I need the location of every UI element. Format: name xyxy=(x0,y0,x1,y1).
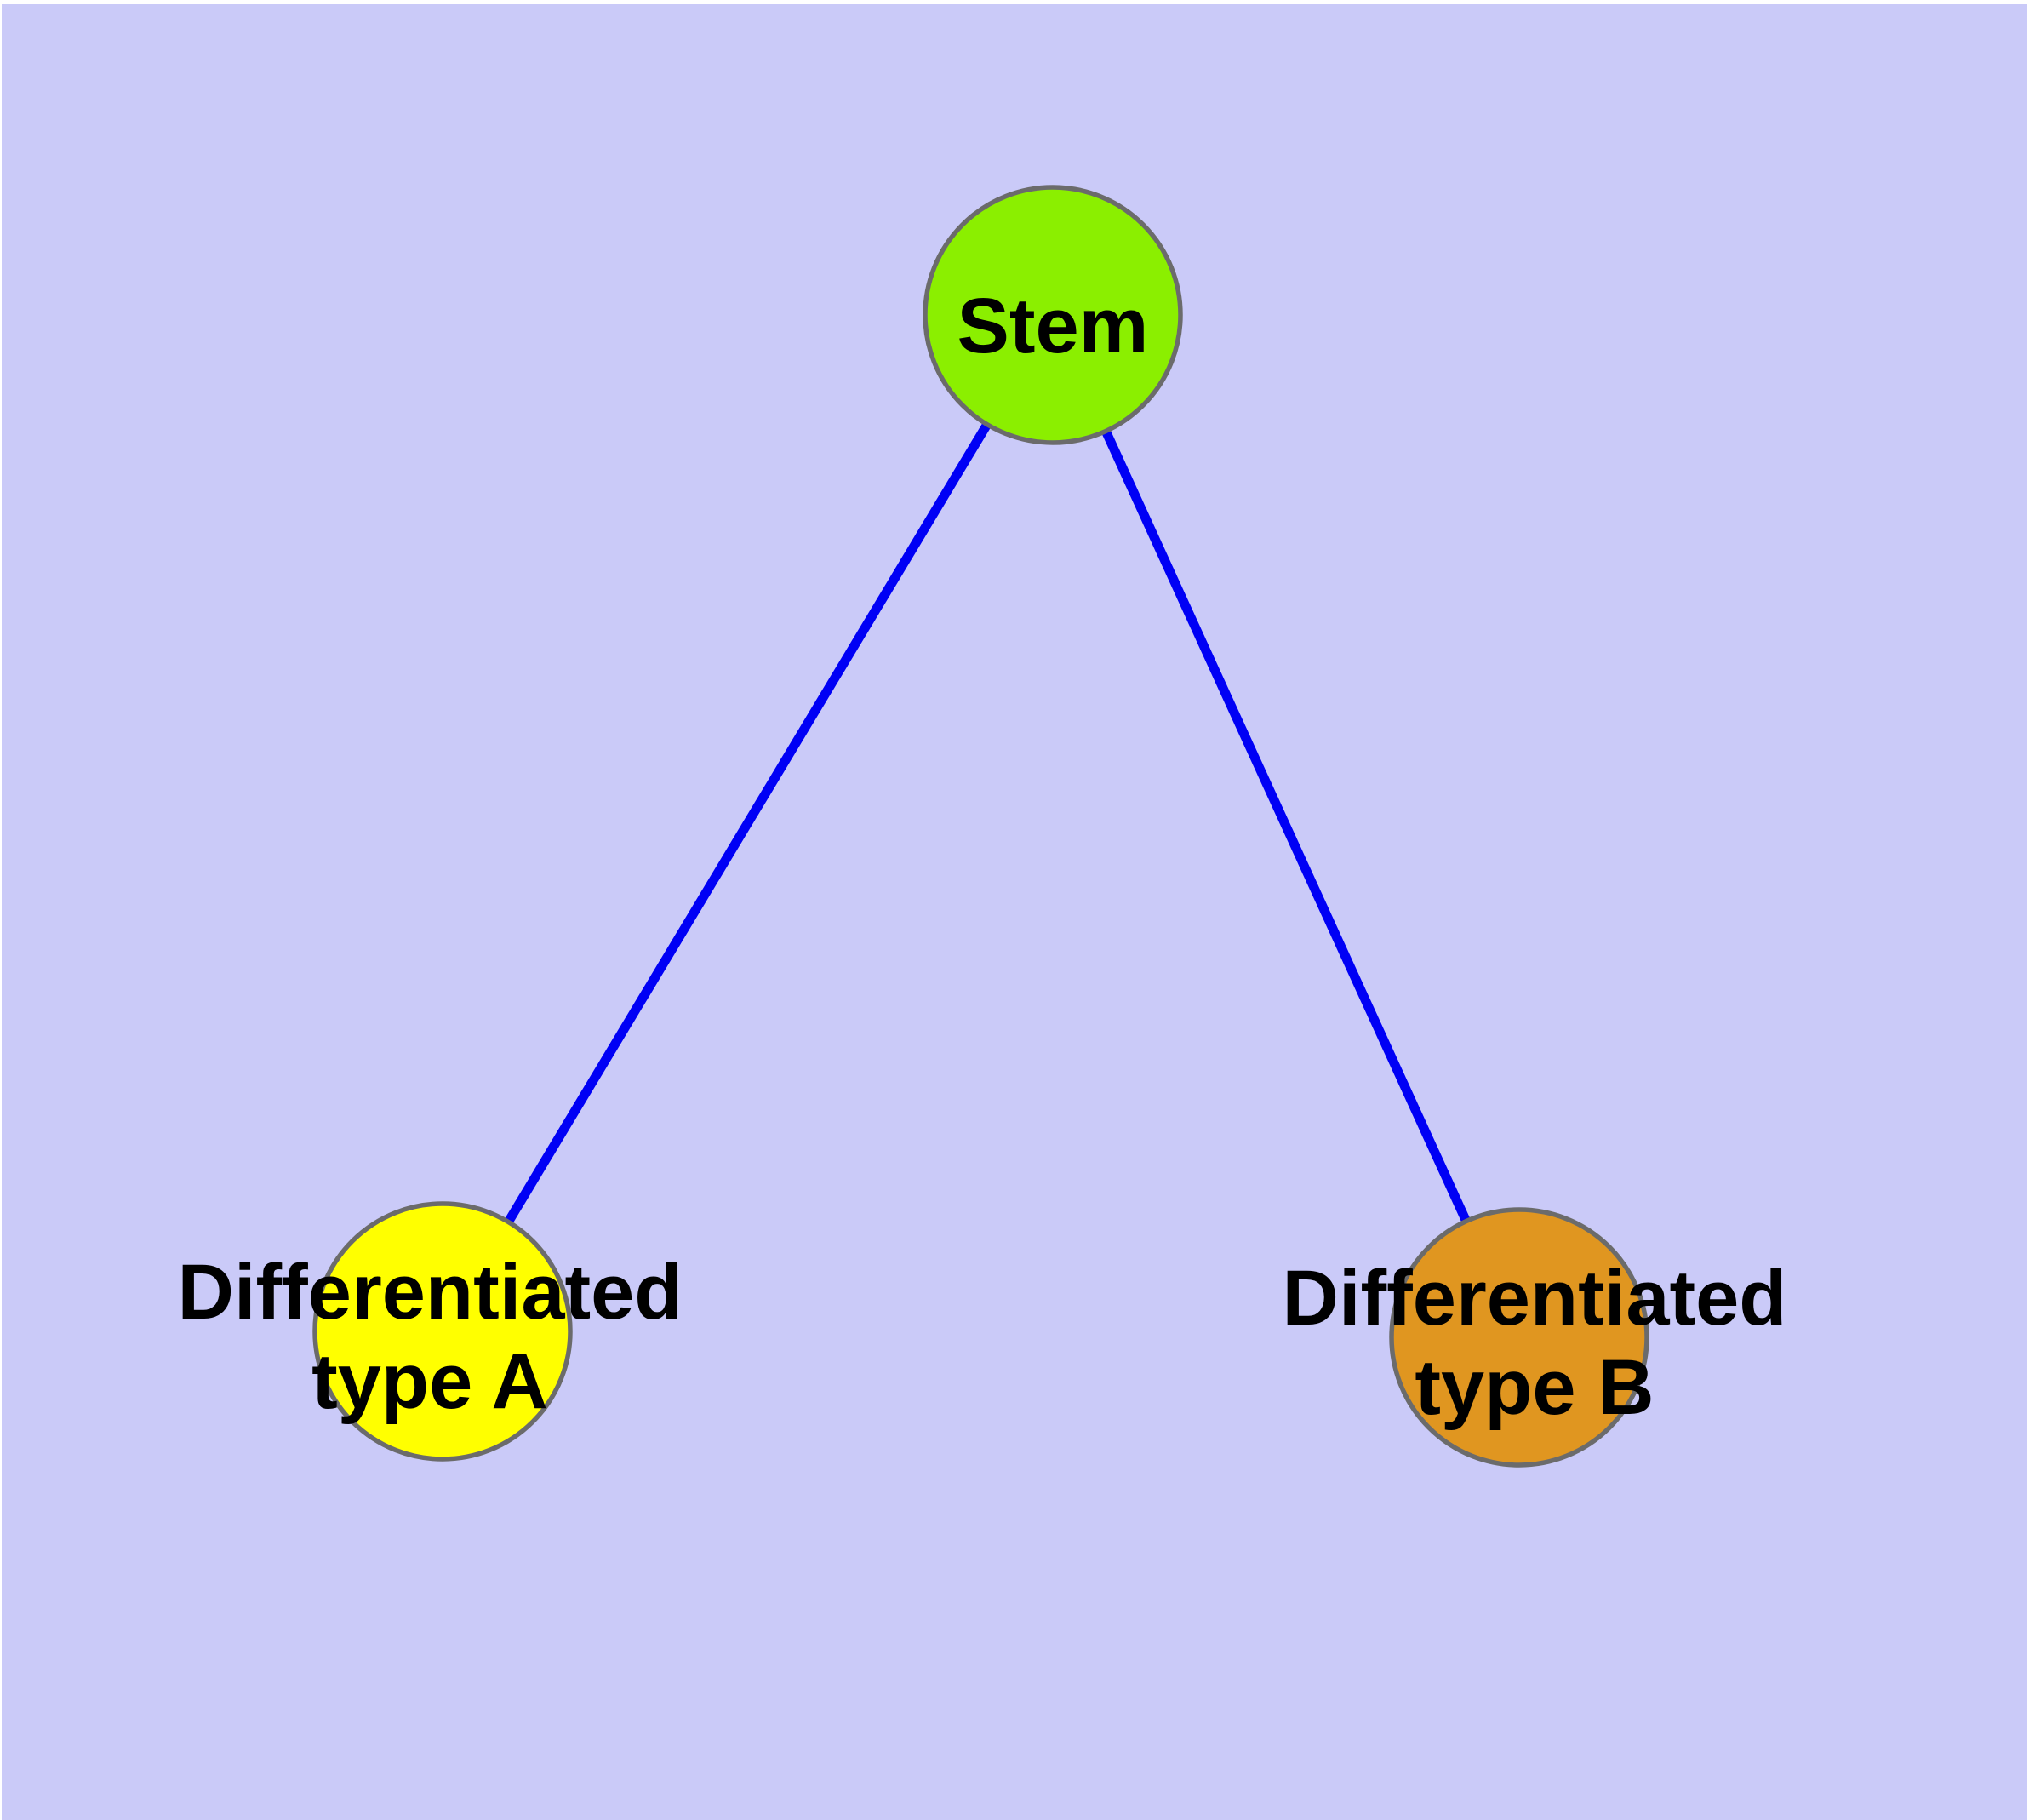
node-stem xyxy=(923,185,1183,445)
nodes-layer xyxy=(312,185,1649,1468)
edges-layer xyxy=(437,310,1524,1342)
edge-stem-to-type-a xyxy=(437,310,1058,1336)
node-differentiated-type-a xyxy=(312,1201,573,1462)
node-differentiated-type-b xyxy=(1389,1207,1649,1468)
node-stem-label: Stem xyxy=(957,283,1149,369)
labels-layer: Stem Differentiated type A Differentiate… xyxy=(178,283,1787,1431)
node-type-a-label-line-1: Differentiated xyxy=(178,1249,683,1336)
node-type-b-label-line-2: type B xyxy=(1415,1344,1654,1431)
node-type-b-label-line-1: Differentiated xyxy=(1283,1255,1787,1342)
edge-stem-to-type-b xyxy=(1048,310,1524,1342)
node-type-a-label-line-2: type A xyxy=(311,1338,548,1425)
